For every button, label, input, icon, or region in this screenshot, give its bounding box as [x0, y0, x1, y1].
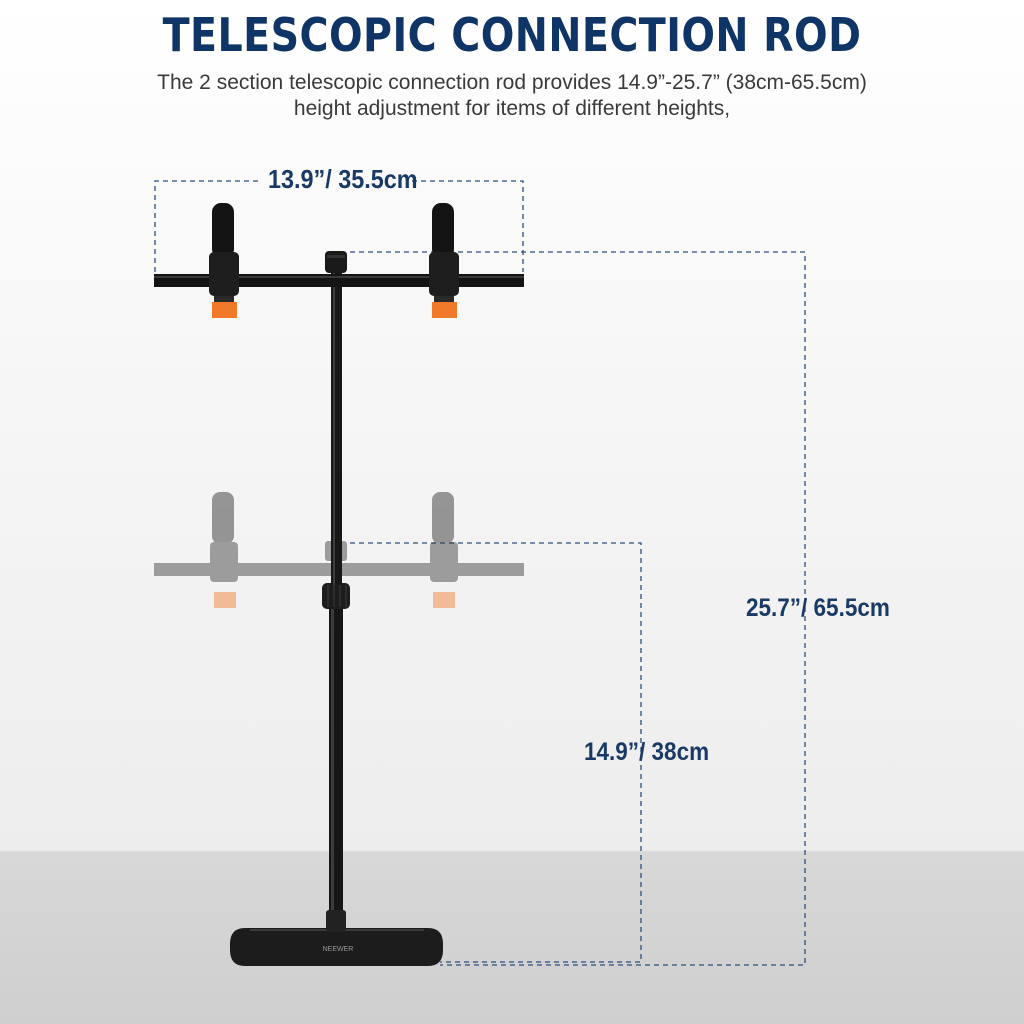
- dimension-lines: [154, 180, 806, 966]
- max-height-label: 25.7”/ 65.5cm: [746, 594, 890, 622]
- crossbar-width-label: 13.9”/ 35.5cm: [268, 164, 418, 194]
- upper-pole: [331, 270, 342, 585]
- base-logo: NEEWER: [323, 946, 354, 953]
- page-title: TELESCOPIC CONNECTION ROD: [162, 8, 862, 62]
- page-subtitle: The 2 section telescopic connection rod …: [150, 70, 874, 122]
- spring-clamp-left: [209, 203, 239, 318]
- min-height-label: 14.9”/ 38cm: [584, 738, 710, 766]
- ghost-clamp-right: [430, 492, 458, 608]
- width-dimension-line: [154, 180, 524, 272]
- max-height-dimension-line: [350, 251, 806, 966]
- min-height-dimension-line: [350, 542, 642, 963]
- spring-clamp-right: [429, 203, 459, 318]
- subtitle-line-2: height adjustment for items of different…: [293, 97, 731, 120]
- subtitle-line-1: The 2 section telescopic connection rod …: [157, 71, 867, 94]
- telescopic-lock-knob: [322, 583, 350, 609]
- ghost-clamp-left: [210, 492, 238, 608]
- weighted-base: NEEWER: [230, 928, 443, 966]
